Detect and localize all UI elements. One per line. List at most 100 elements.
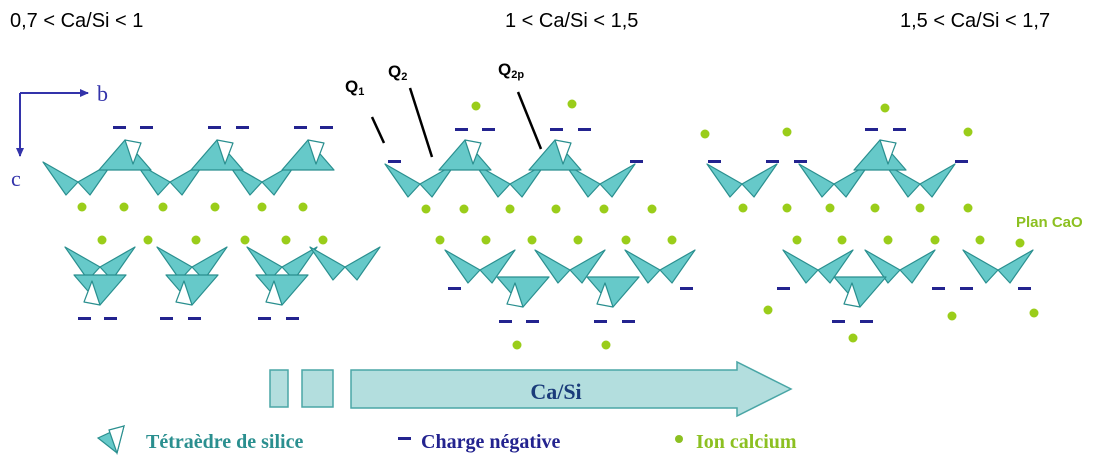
calcium-ion <box>792 235 802 245</box>
negative-charge <box>860 320 873 323</box>
calcium-ion <box>700 129 710 139</box>
negative-charge <box>832 320 845 323</box>
calcium-ion <box>782 203 792 213</box>
negative-charge <box>865 128 878 131</box>
calcium-ion <box>318 235 328 245</box>
calcium-ion <box>848 333 858 343</box>
calcium-ion <box>281 235 291 245</box>
header-right: 1,5 < Ca/Si < 1,7 <box>900 10 1051 32</box>
negative-charge <box>932 287 945 290</box>
legend-tetrahedron-label: Tétraèdre de silice <box>146 431 303 453</box>
negative-charge <box>188 317 201 320</box>
q2p-pointer <box>516 91 543 150</box>
silica-tetrahedron <box>534 249 606 284</box>
silica-tetrahedron <box>798 163 870 198</box>
negative-charge <box>78 317 91 320</box>
silica-tetrahedron <box>246 246 318 281</box>
negative-charge <box>1018 287 1031 290</box>
legend-calcium-icon <box>675 435 683 443</box>
legend-calcium-label: Ion calcium <box>696 431 797 453</box>
silica-tetrahedron <box>884 163 956 198</box>
calcium-ion <box>930 235 940 245</box>
bridging-tetrahedron <box>190 139 244 171</box>
negative-charge <box>708 160 721 163</box>
calcium-ion <box>763 305 773 315</box>
calcium-ion <box>240 235 250 245</box>
negative-charge <box>550 128 563 131</box>
bridging-tetrahedron <box>833 276 887 308</box>
q1-pointer <box>370 116 386 144</box>
calcium-ion <box>191 235 201 245</box>
arrow-block-small <box>269 369 289 408</box>
silica-tetrahedron <box>962 249 1034 284</box>
negative-charge <box>777 287 790 290</box>
q1-label: Q1 <box>345 77 364 98</box>
bridging-tetrahedron <box>98 139 152 171</box>
negative-charge <box>455 128 468 131</box>
c-axis-label: c <box>11 166 21 191</box>
silica-tetrahedron <box>706 163 778 198</box>
calcium-ion <box>512 340 522 350</box>
bridging-tetrahedron <box>528 139 582 171</box>
calcium-ion <box>158 202 168 212</box>
silica-tetrahedron <box>384 163 456 198</box>
calcium-ion <box>435 235 445 245</box>
bridging-tetrahedron <box>255 274 309 306</box>
calcium-ion <box>459 204 469 214</box>
calcium-ion <box>298 202 308 212</box>
calcium-ion <box>119 202 129 212</box>
arrow-label: Ca/Si <box>530 379 581 404</box>
calcium-ion <box>915 203 925 213</box>
calcium-ion <box>601 340 611 350</box>
plan-cao-label: Plan CaO <box>1016 214 1083 231</box>
calcium-ion <box>551 204 561 214</box>
axis-indicator: b c <box>11 81 108 191</box>
bridging-tetrahedron <box>853 139 907 171</box>
negative-charge <box>578 128 591 131</box>
negative-charge <box>622 320 635 323</box>
negative-charge <box>594 320 607 323</box>
bridging-tetrahedron <box>438 139 492 171</box>
legend: Tétraèdre de silice Charge négative Ion … <box>96 424 797 456</box>
calcium-ion <box>567 99 577 109</box>
calcium-ion <box>837 235 847 245</box>
negative-charge <box>320 126 333 129</box>
arrow-block-medium <box>301 369 334 408</box>
silica-tetrahedron <box>474 163 546 198</box>
negative-charge <box>960 287 973 290</box>
q-labels: Q1 Q2 Q2p <box>345 60 543 158</box>
silica-tetrahedron <box>564 163 636 198</box>
silica-tetrahedron <box>64 246 136 281</box>
negative-charge <box>448 287 461 290</box>
calcium-ion <box>1015 238 1025 248</box>
calcium-ion <box>471 101 481 111</box>
negative-charge <box>499 320 512 323</box>
negative-charge <box>955 160 968 163</box>
negative-charge <box>766 160 779 163</box>
calcium-ions <box>77 99 1039 350</box>
negative-charge <box>140 126 153 129</box>
bridging-tetrahedron <box>496 276 550 308</box>
arrow-body <box>350 360 793 418</box>
calcium-ion <box>573 235 583 245</box>
negative-charge <box>208 126 221 129</box>
calcium-ion <box>1029 308 1039 318</box>
ca-si-arrow: Ca/Si <box>269 360 793 418</box>
b-axis-label: b <box>97 81 108 106</box>
calcium-ion <box>975 235 985 245</box>
silica-tetrahedron <box>444 249 516 284</box>
negative-charge <box>630 160 643 163</box>
calcium-ion <box>883 235 893 245</box>
negative-charge <box>388 160 401 163</box>
negative-charge <box>893 128 906 131</box>
negative-charge <box>258 317 271 320</box>
calcium-ion <box>963 127 973 137</box>
negative-charges <box>78 126 1031 323</box>
negative-charge <box>113 126 126 129</box>
legend-charge-icon <box>398 437 411 440</box>
calcium-ion <box>621 235 631 245</box>
calcium-ion <box>963 203 973 213</box>
legend-tetrahedron-icon <box>96 424 125 456</box>
negative-charge <box>286 317 299 320</box>
